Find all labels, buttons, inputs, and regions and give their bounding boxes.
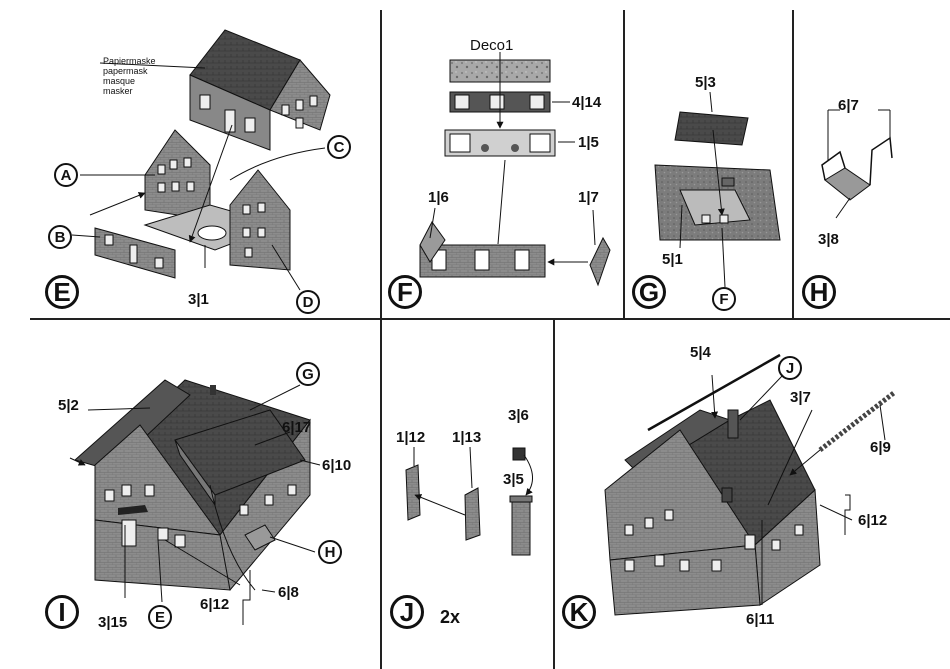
part-6-12-k: 6|12 [858, 513, 887, 528]
part-6-7: 6|7 [838, 98, 859, 113]
part-3-6: 3|6 [508, 408, 529, 423]
panel-badge-e: E [45, 275, 79, 309]
mask-note: Papiermaske papermask masque masker [103, 56, 156, 96]
divider-v-jk [553, 320, 555, 669]
part-6-9: 6|9 [870, 440, 891, 455]
callout-c: C [327, 135, 351, 159]
part-6-17: 6|17 [282, 420, 311, 435]
callout-d: D [296, 290, 320, 314]
part-5-2: 5|2 [58, 398, 79, 413]
part-deco-1: Deco1 [470, 38, 513, 53]
divider-v-gh [792, 10, 794, 320]
callout-g: G [296, 362, 320, 386]
part-6-12: 6|12 [200, 597, 229, 612]
divider-horizontal [30, 318, 950, 320]
panel-badge-k: K [562, 595, 596, 629]
part-1-6: 1|6 [428, 190, 449, 205]
part-5-4: 5|4 [690, 345, 711, 360]
part-1-7: 1|7 [578, 190, 599, 205]
part-3-1: 3|1 [188, 292, 209, 307]
callout-j: J [778, 356, 802, 380]
callout-a: A [54, 163, 78, 187]
panel-j-drawing [406, 447, 533, 555]
part-3-5: 3|5 [503, 472, 524, 487]
panel-k-drawing [605, 355, 895, 615]
divider-v-ef [380, 10, 382, 669]
part-3-15: 3|15 [98, 615, 127, 630]
callout-f: F [712, 287, 736, 311]
part-6-10: 6|10 [322, 458, 351, 473]
part-3-7: 3|7 [790, 390, 811, 405]
part-1-5: 1|5 [578, 135, 599, 150]
part-6-8: 6|8 [278, 585, 299, 600]
callout-h: H [318, 540, 342, 564]
part-5-3: 5|3 [695, 75, 716, 90]
panel-badge-g: G [632, 275, 666, 309]
panel-h-drawing [822, 110, 892, 218]
panel-badge-f: F [388, 275, 422, 309]
part-5-1: 5|1 [662, 252, 683, 267]
part-4-14: 4|14 [572, 95, 601, 110]
panel-badge-j: J [390, 595, 424, 629]
multiplier-label: 2x [440, 608, 460, 626]
part-3-8: 3|8 [818, 232, 839, 247]
part-1-12: 1|12 [396, 430, 425, 445]
part-1-13: 1|13 [452, 430, 481, 445]
panel-badge-h: H [802, 275, 836, 309]
panel-badge-i: I [45, 595, 79, 629]
part-6-11: 6|11 [746, 612, 774, 627]
divider-v-fg [623, 10, 625, 320]
callout-e: E [148, 605, 172, 629]
panel-f-drawing [420, 52, 610, 285]
callout-b: B [48, 225, 72, 249]
